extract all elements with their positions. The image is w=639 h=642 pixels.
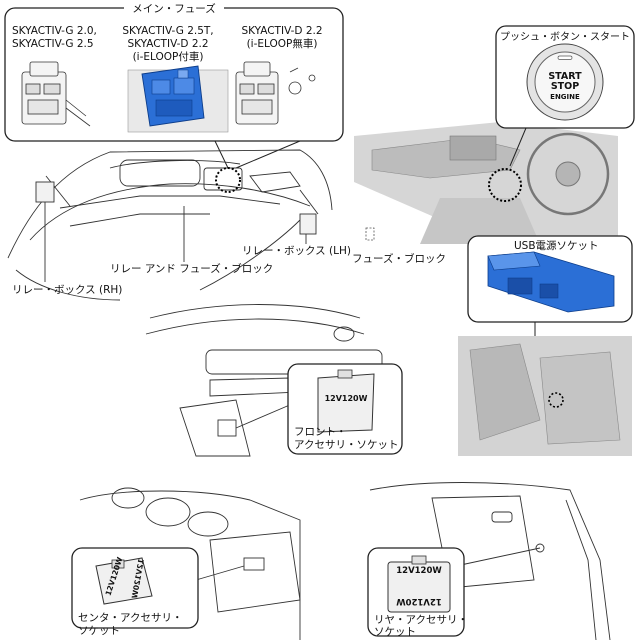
rear-seat-illustration [458,336,632,456]
main-fuse-variant-1-line1: SKYACTIV-G 2.0, [12,25,97,37]
start-button-line-engine: ENGINE [550,93,580,101]
front-socket-label-line2: アクセサリ・ソケット [294,439,399,451]
main-fuse-variant-3-line1: SKYACTIV-D 2.2 [241,25,323,37]
center-socket-label-line1: センタ・アクセサリ・ [78,612,183,624]
push-button-callout [495,25,635,129]
main-fuse-variant-2-line2: SKYACTIV-D 2.2 [127,38,209,50]
main-fuse-variant-1-line2: SKYACTIV-G 2.5 [12,38,94,50]
center-console-drawing [79,487,301,640]
front-socket-label-line1: フロント・ [294,426,347,438]
dash-fuse-block-label: フューズ・ブロック [352,253,446,265]
start-button-line-start: START [548,71,582,82]
push-button-title: プッシュ・ボタン・スタート [500,32,630,43]
rear-cargo-drawing [369,482,611,641]
rear-socket-label-line1: リヤ・アクセサリ・ [374,614,468,626]
center-socket-label-line2: ソケット [78,625,120,637]
rear-socket-callout [367,547,465,637]
main-fuse-box-1 [21,61,91,127]
main-fuse-variant-2-line3: (i-ELOOP付車) [132,51,204,63]
center-socket-callout [71,547,199,629]
start-button-line-stop: STOP [550,81,580,92]
front-console-drawing [145,304,383,457]
relay-box-lh-label: リレー・ボックス (LH) [242,245,351,257]
usb-socket-label: USB電源ソケット [514,240,599,252]
engine-bay-drawing [7,149,333,301]
main-fuse-title: メイン・フューズ [124,3,224,16]
main-fuse-box-3 [235,61,316,125]
rear-socket-cap-text-mirrored: 12V120W [396,596,442,606]
main-fuse-box-2-highlight [127,65,229,133]
relay-box-rh-label: リレー・ボックス (RH) [12,284,123,296]
front-socket-callout [287,363,403,455]
relay-and-fuse-block-label: リレー アンド フューズ・ブロック [110,263,274,275]
rear-socket-label-line2: ソケット [374,626,416,638]
dashboard-illustration [354,122,618,244]
main-fuse-variant-3-line2: (i-ELOOP無車) [246,38,318,50]
main-fuse-variant-2-line1: SKYACTIV-G 2.5T, [122,25,214,37]
rear-socket-cap-text: 12V120W [396,566,442,576]
usb-callout [467,235,633,336]
front-socket-cap-text: 12V120W [324,394,368,403]
